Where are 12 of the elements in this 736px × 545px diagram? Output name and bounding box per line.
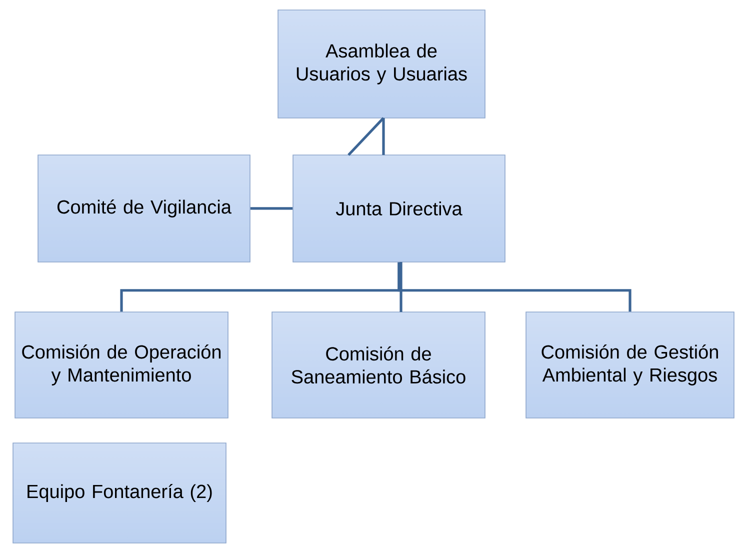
org-box: Equipo Fontanería (2) [12,442,226,544]
connector-line [400,262,402,312]
connector-line [250,207,293,210]
connector-line [398,262,632,312]
org-box: Comité de Vigilancia [38,154,250,262]
org-box: Asamblea de Usuarios y Usuarias [278,10,486,118]
connector-line [382,118,385,155]
org-box: Comisión de Operación y Mantenimiento [14,312,228,418]
org-box: Junta Directiva [292,154,506,262]
connector-line [348,117,384,156]
org-box: Comisión de Saneamiento Básico [272,312,486,418]
org-box: Comisión de Gestión Ambiental y Riesgos [526,312,734,418]
